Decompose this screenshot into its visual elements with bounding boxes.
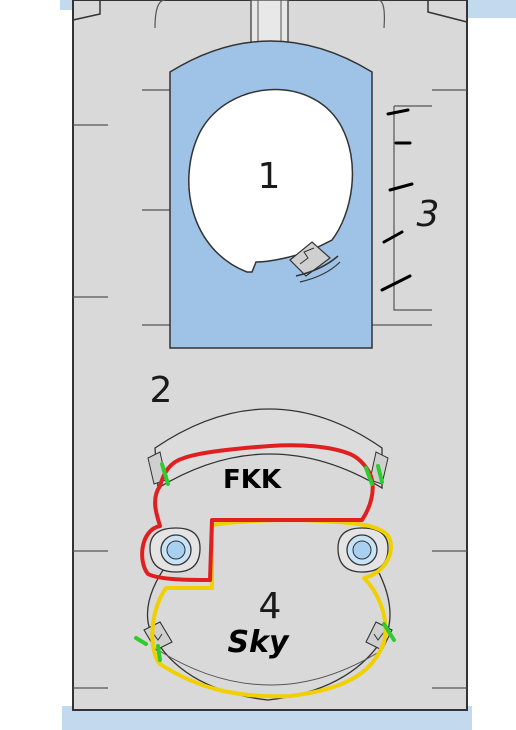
area-4-inner-arc (157, 649, 383, 686)
top-left-structure (72, 0, 101, 21)
fkk-annotation: FKK (223, 465, 282, 495)
porthole-left (149, 527, 201, 573)
area-4-outline (146, 530, 391, 701)
area-1-hinge (289, 241, 341, 283)
top-right-structure (427, 0, 468, 23)
porthole-right (337, 527, 389, 573)
handwritten-dashes (380, 108, 414, 292)
water-left-top (60, 0, 76, 10)
area-4-label: 4 (259, 586, 282, 627)
water-right-top (466, 0, 516, 18)
sky-annotation: Sky (227, 625, 290, 660)
top-arch (154, 0, 385, 29)
area-1-label: 1 (258, 156, 281, 197)
frame-ticks (73, 89, 467, 689)
area-3-bracket (393, 105, 432, 311)
green-markers (134, 462, 396, 662)
area-2-label: 2 (150, 370, 173, 411)
area-3-label: 3 (417, 194, 440, 235)
